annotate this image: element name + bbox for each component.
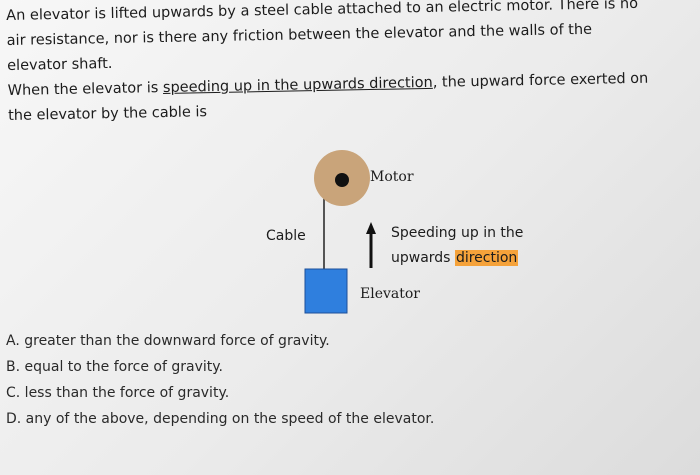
- arrow-label-upwards: upwards: [391, 250, 455, 266]
- answer-options: A. greater than the downward force of gr…: [6, 328, 696, 432]
- arrow-label-line-1: Speeding up in the: [391, 225, 524, 241]
- motor-label: Motor: [370, 169, 414, 185]
- option-a[interactable]: A. greater than the downward force of gr…: [6, 333, 330, 349]
- option-d[interactable]: D. any of the above, depending on the sp…: [6, 411, 435, 427]
- highlighted-word: direction: [454, 250, 519, 266]
- option-c[interactable]: C. less than the force of gravity.: [6, 385, 230, 401]
- elevator-box: [304, 268, 348, 314]
- elevator-label: Elevator: [360, 286, 420, 302]
- arrow-label-line-2: upwards direction: [391, 250, 519, 266]
- cable-label: Cable: [266, 228, 306, 244]
- motor-hub-icon: [335, 173, 349, 187]
- up-arrow-icon: [366, 222, 376, 234]
- option-b[interactable]: B. equal to the force of gravity.: [6, 359, 223, 375]
